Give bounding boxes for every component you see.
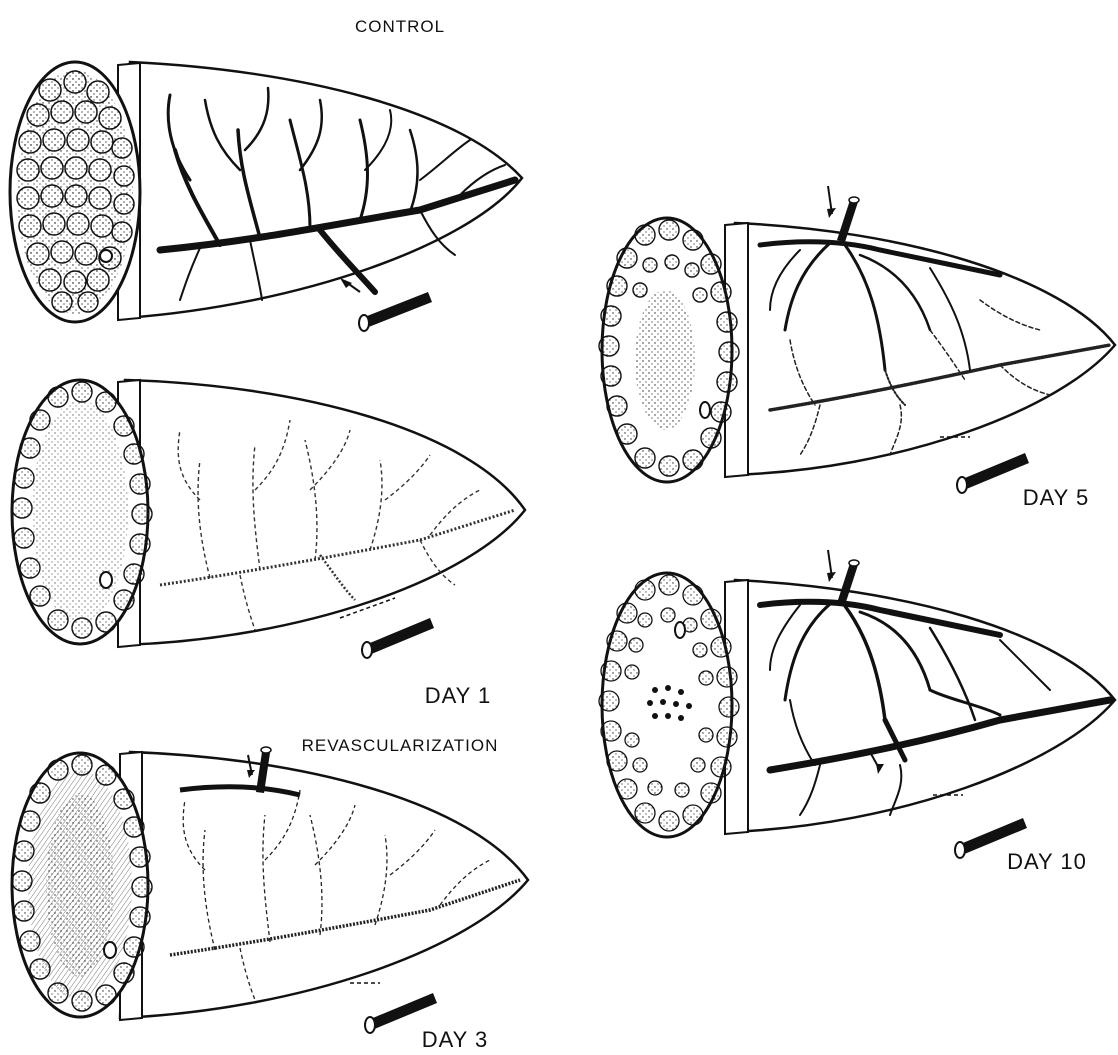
label-day1: DAY 1 — [425, 683, 492, 708]
panel-day3 — [12, 747, 528, 1033]
label-revascularization: REVASCULARIZATION — [302, 736, 499, 755]
vessel-stump-day5 — [957, 453, 1029, 493]
panel-day5 — [599, 186, 1115, 493]
vessel-stump-day1 — [362, 618, 434, 658]
panel-day10 — [599, 550, 1115, 858]
label-control: CONTROL — [355, 17, 445, 36]
label-day3: DAY 3 — [422, 1027, 489, 1052]
panel-day1 — [12, 380, 525, 658]
vessel-stump-control — [359, 292, 432, 331]
label-day5: DAY 5 — [1023, 485, 1090, 510]
label-day10: DAY 10 — [1007, 849, 1087, 874]
panel-control — [10, 62, 522, 331]
